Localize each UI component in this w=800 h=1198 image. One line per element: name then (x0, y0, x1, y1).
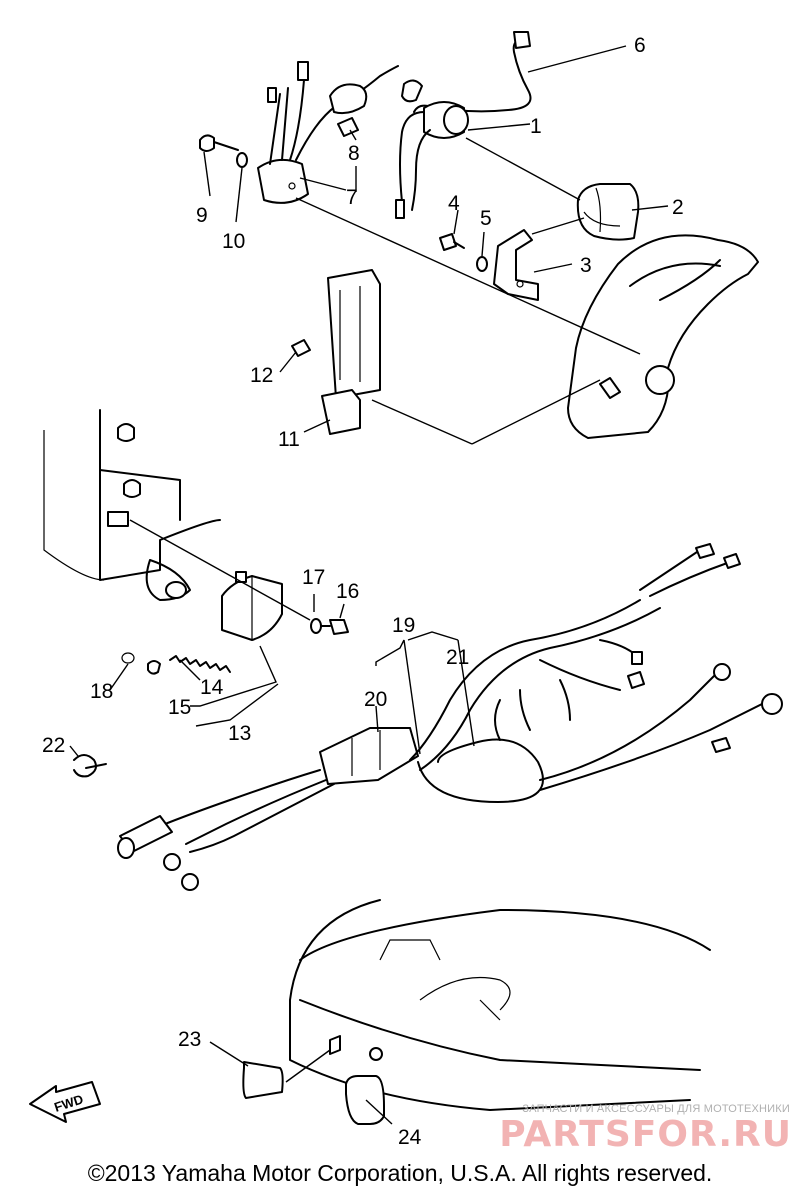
engine-housing (567, 234, 759, 439)
bottom-cowling (289, 899, 711, 1111)
part-10-washer (236, 152, 248, 168)
callout-8: 8 (348, 142, 360, 165)
callout-15: 15 (168, 696, 191, 719)
leader-lines-harness (375, 631, 475, 755)
callout-11: 11 (278, 428, 300, 451)
callout-12: 12 (250, 364, 273, 387)
callout-20: 20 (364, 688, 387, 711)
callout-16: 16 (336, 580, 359, 603)
watermark-logo: PARTSFOR.RU (499, 1114, 792, 1155)
callout-18: 18 (90, 680, 113, 703)
engine-block-section (43, 409, 221, 601)
callout-2: 2 (672, 196, 684, 219)
leader-lines-middle (69, 519, 345, 757)
callout-21: 21 (446, 646, 469, 669)
copyright-notice: ©2013 Yamaha Motor Corporation, U.S.A. A… (87, 1160, 713, 1186)
callout-7: 7 (346, 186, 358, 209)
part-6-cable (401, 31, 532, 113)
callout-13: 13 (228, 722, 251, 745)
part-23-cap (242, 1061, 284, 1099)
callout-23: 23 (178, 1028, 201, 1051)
callout-19: 19 (392, 614, 415, 637)
callout-24: 24 (398, 1126, 422, 1149)
callout-1: 1 (530, 115, 542, 138)
watermark-tagline: ЗАПЧАСТИ И АКСЕССУАРЫ ДЛЯ МОТОТЕХНИКИ (522, 1103, 790, 1115)
part-24-grommet (345, 1075, 385, 1125)
callout-6: 6 (634, 34, 646, 57)
part-17-washer (310, 618, 322, 634)
callout-14: 14 (200, 676, 224, 699)
part-4-bolt (439, 233, 465, 251)
part-14-spring (169, 655, 231, 673)
part-8-bolt (337, 117, 359, 137)
callout-9: 9 (196, 204, 208, 227)
part-13-switch (221, 571, 283, 641)
callout-22: 22 (42, 734, 65, 757)
part-1-relay (395, 101, 469, 219)
callout-5: 5 (480, 207, 492, 230)
callout-10: 10 (222, 230, 245, 253)
leader-lines-bottom (209, 1041, 393, 1125)
leader-lines-top (203, 45, 669, 445)
part-22-clip (73, 754, 107, 778)
callout-4: 4 (448, 192, 460, 215)
callout-3: 3 (580, 254, 592, 277)
part-7-regulator (257, 61, 399, 204)
callout-numbers: 1 2 3 4 5 6 7 8 9 10 11 12 13 14 15 16 1… (42, 34, 684, 1149)
part-3-bracket (493, 229, 539, 301)
part-18-oring (121, 652, 135, 664)
callout-17: 17 (302, 566, 325, 589)
part-9-bolt (199, 134, 239, 152)
part-19-20-21-harness (117, 543, 783, 891)
part-2-boot (576, 183, 640, 241)
fwd-direction-badge: FWD (29, 1081, 101, 1123)
part-5-washer (476, 256, 488, 272)
part-15-pin (147, 660, 161, 675)
part-11-bracket (321, 269, 381, 435)
